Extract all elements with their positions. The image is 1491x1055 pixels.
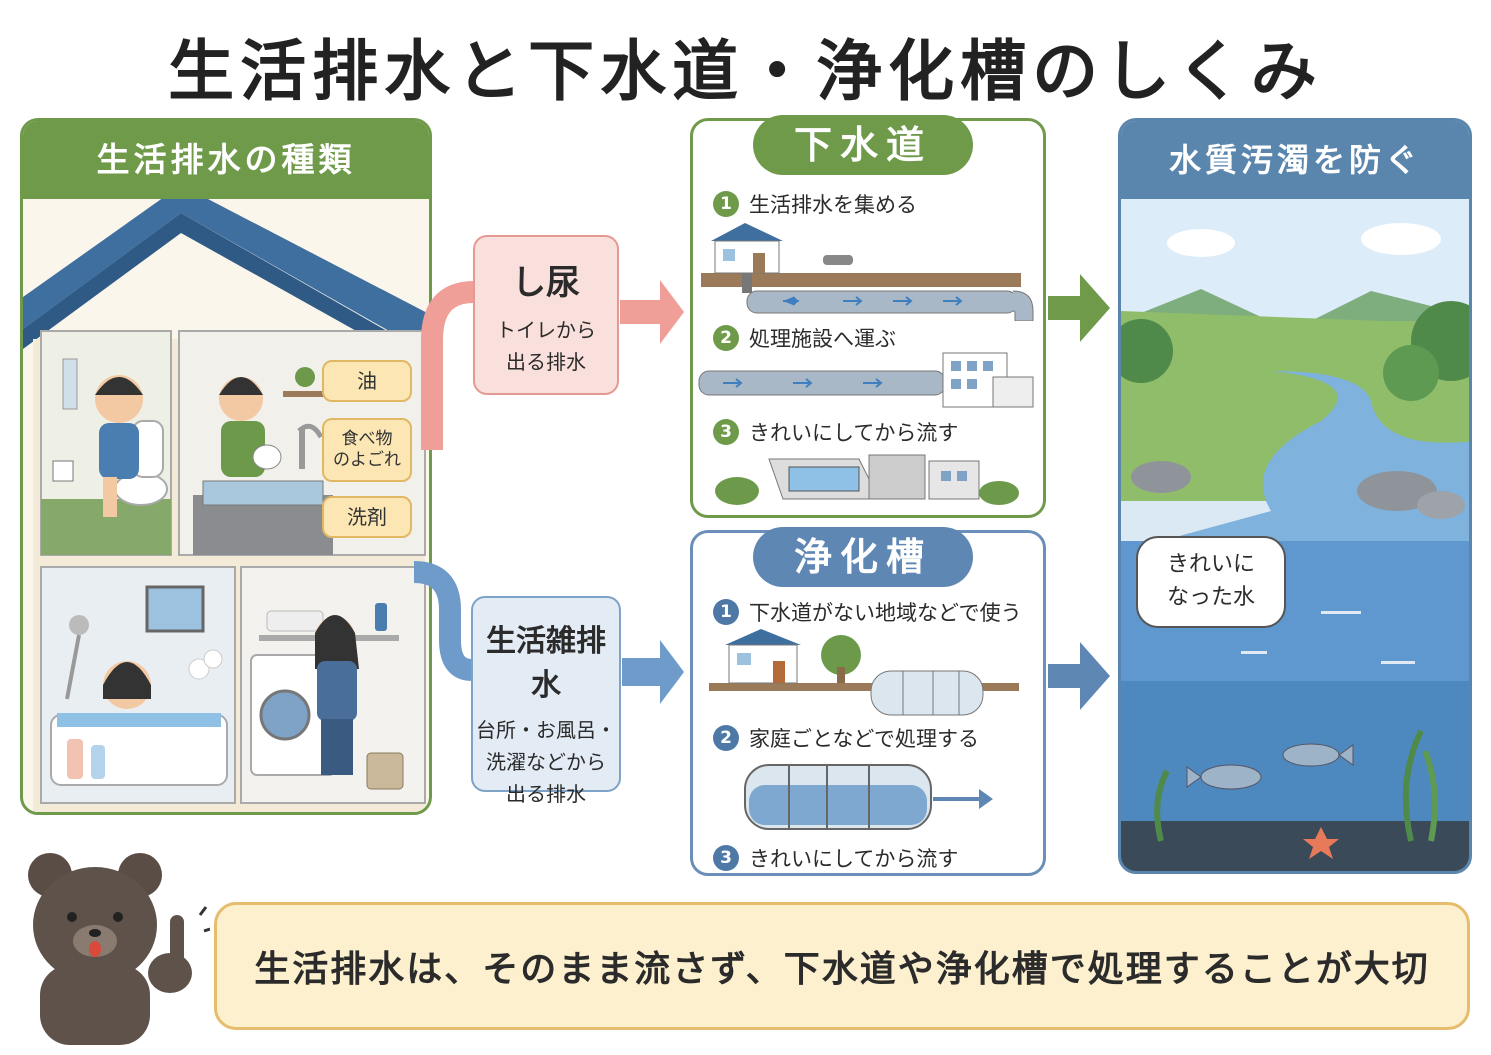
gray-water-title: 生活雑排水 xyxy=(486,624,606,703)
sewer-step-1: 1 生活排水を集める xyxy=(713,189,917,219)
household-panel-heading: 生活排水の種類 xyxy=(23,121,429,199)
tag-food-waste: 食べ物 のよごれ xyxy=(322,418,412,482)
step-number: 2 xyxy=(713,325,739,351)
prevent-pollution-panel: 水質汚濁を防ぐ xyxy=(1118,118,1472,874)
septic-heading: 浄化槽 xyxy=(753,527,973,587)
step-number: 3 xyxy=(713,419,739,445)
tag-detergent: 洗剤 xyxy=(322,496,412,538)
septic-panel: 浄化槽 1 下水道がない地域などで使う 2 家庭ごとなどで処理する 3 きれいに… xyxy=(690,527,1046,876)
gray-water-desc: 台所・お風呂・ 洗濯などから 出る排水 xyxy=(476,718,616,806)
sewer-step-3: 3 きれいにしてから流す xyxy=(713,417,958,447)
step-number: 3 xyxy=(713,845,739,871)
step-text: 処理施設へ運ぶ xyxy=(749,327,896,351)
step-text: きれいにしてから流す xyxy=(749,421,959,445)
step-text: 家庭ごとなどで処理する xyxy=(749,727,979,751)
step-text: きれいにしてから流す xyxy=(749,847,959,871)
step-number: 1 xyxy=(713,599,739,625)
night-soil-title: し尿 xyxy=(512,263,580,303)
night-soil-desc: トイレから 出る排水 xyxy=(496,318,596,374)
step-text: 生活排水を集める xyxy=(749,193,917,217)
step-text: 下水道がない地域などで使う xyxy=(749,601,1022,625)
bear-mascot xyxy=(28,853,210,1045)
sewer-heading: 下水道 xyxy=(753,115,973,175)
sewer-panel: 下水道 1 生活排水を集める 2 処理施設へ運ぶ xyxy=(690,115,1046,518)
step-number: 2 xyxy=(713,725,739,751)
septic-step-2: 2 家庭ごとなどで処理する xyxy=(713,723,979,753)
key-message: 生活排水は、そのまま流さず、下水道や浄化槽で処理することが大切 xyxy=(214,902,1470,1030)
tag-oil: 油 xyxy=(322,360,412,402)
river-illustration xyxy=(1121,199,1469,871)
house-illustration xyxy=(23,199,429,812)
pollution-panel-heading: 水質汚濁を防ぐ xyxy=(1121,121,1469,199)
sewer-treatment-illustration xyxy=(715,454,1019,505)
category-gray-water: 生活雑排水 台所・お風呂・ 洗濯などから 出る排水 xyxy=(471,596,621,806)
clean-water-bubble: きれいに なった水 xyxy=(1136,536,1286,628)
septic-house-illustration xyxy=(709,629,1019,716)
category-night-soil: し尿 トイレから 出る排水 xyxy=(473,235,619,395)
sewer-step-2: 2 処理施設へ運ぶ xyxy=(713,323,896,353)
septic-step-1: 1 下水道がない地域などで使う xyxy=(713,597,1022,627)
step-number: 1 xyxy=(713,191,739,217)
page-title: 生活排水と下水道・浄化槽のしくみ xyxy=(168,33,1323,110)
septic-tank-illustration xyxy=(744,764,993,830)
septic-step-3: 3 きれいにしてから流す xyxy=(713,843,958,873)
sewer-collect-illustration xyxy=(701,223,1034,321)
sewer-transport-illustration xyxy=(698,352,1034,408)
